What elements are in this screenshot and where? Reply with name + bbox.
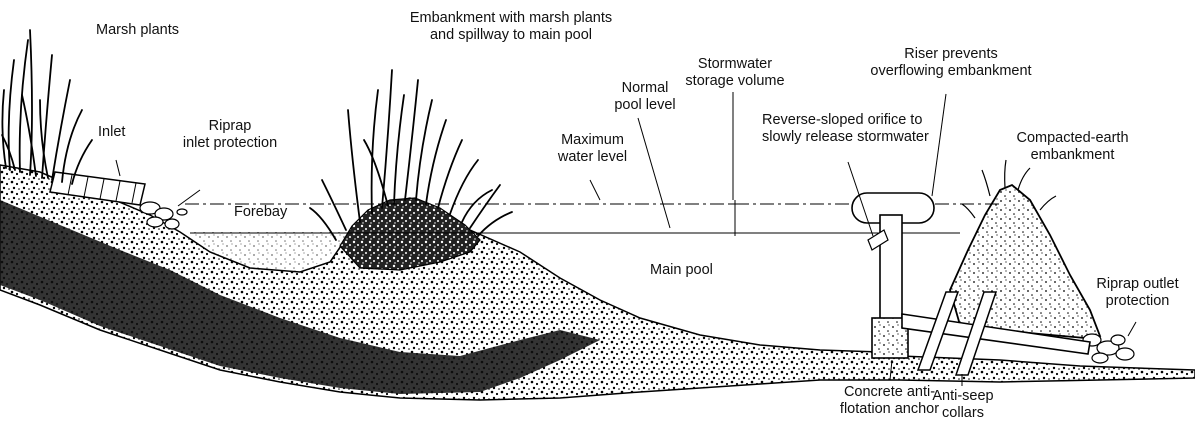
label-normal-pool: Normal pool level: [600, 80, 690, 114]
label-stormwater-storage: Stormwater storage volume: [680, 56, 790, 90]
label-inlet: Inlet: [98, 124, 125, 141]
label-marsh-plants: Marsh plants: [96, 22, 179, 39]
label-main-pool: Main pool: [650, 262, 713, 279]
label-reverse-orifice: Reverse-sloped orifice to slowly release…: [762, 112, 929, 146]
label-riprap-outlet: Riprap outlet protection: [1085, 276, 1190, 310]
label-riprap-inlet: Riprap inlet protection: [170, 118, 290, 152]
label-embankment-marsh: Embankment with marsh plants and spillwa…: [395, 10, 627, 44]
label-maximum-water: Maximum water level: [545, 132, 640, 166]
label-compacted-earth: Compacted-earth embankment: [1010, 130, 1135, 164]
marsh-plants-left: [2, 30, 92, 184]
label-riser: Riser prevents overflowing embankment: [856, 46, 1046, 80]
riprap-outlet-stones: [1083, 334, 1134, 363]
label-forebay: Forebay: [234, 204, 287, 221]
compacted-earth-embankment: [950, 185, 1100, 338]
label-anti-seep: Anti-seep collars: [922, 388, 1004, 422]
